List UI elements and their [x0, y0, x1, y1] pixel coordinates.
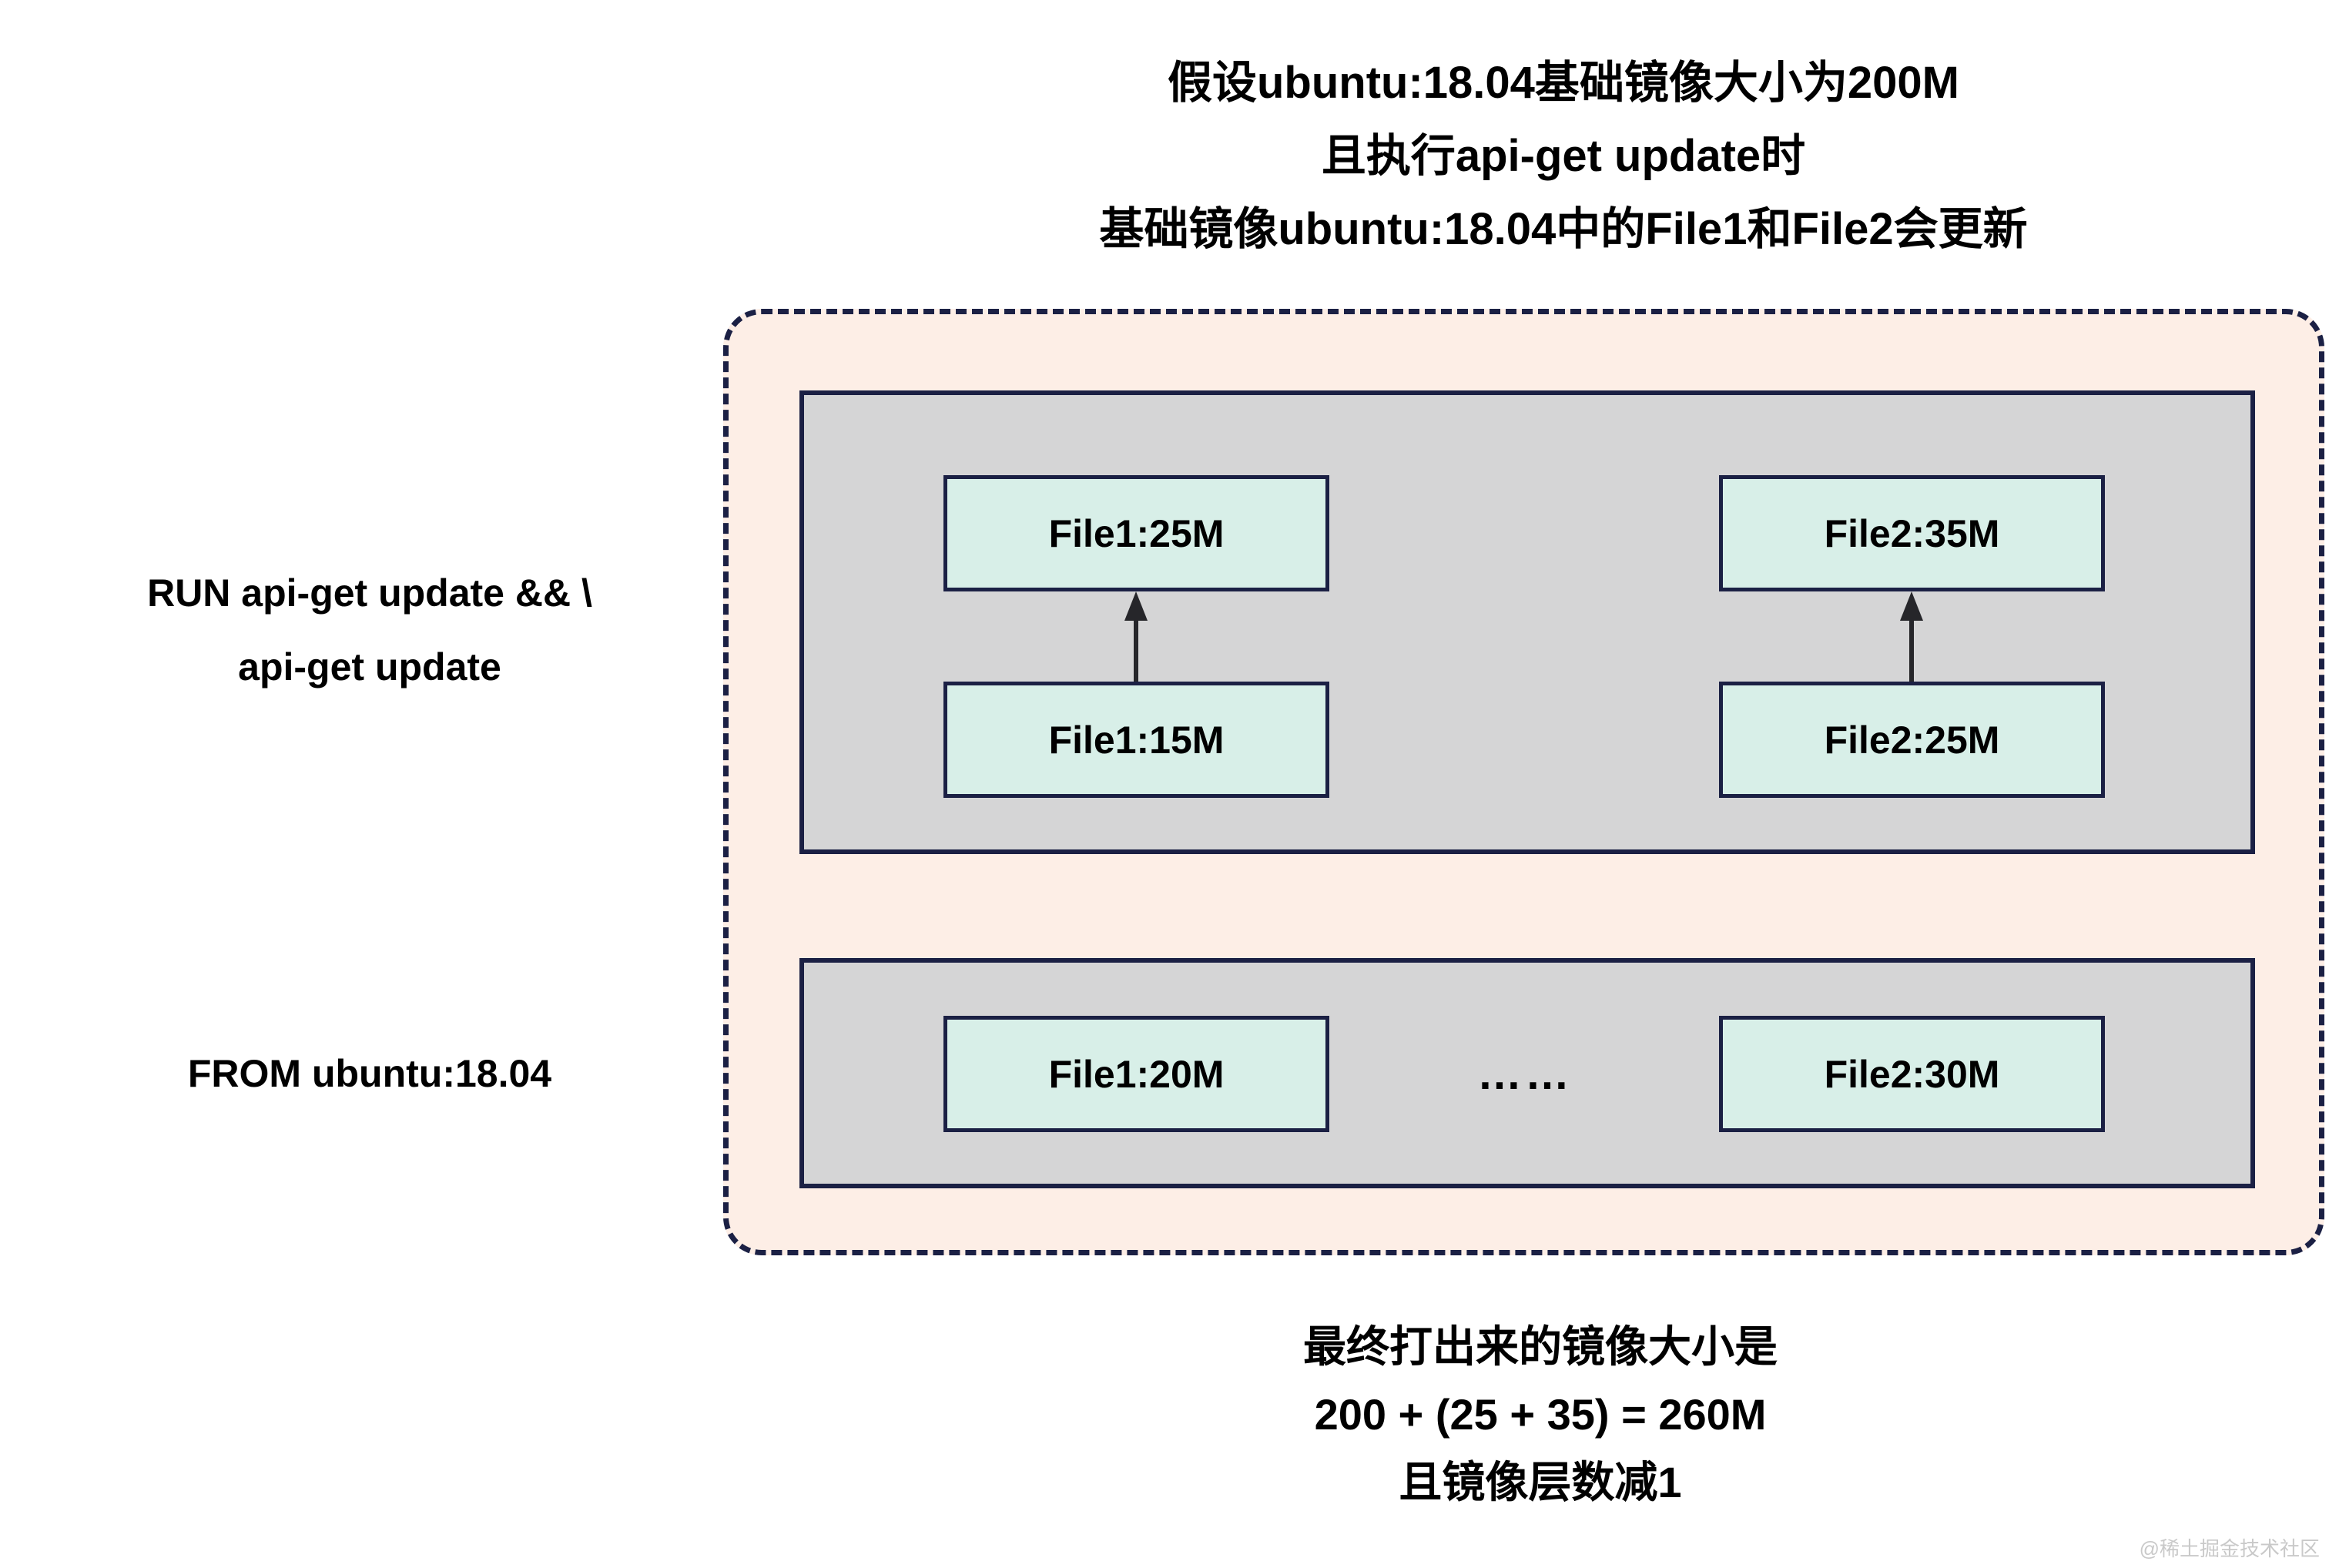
file-box-file1-updated: File1:25M — [943, 475, 1329, 591]
run-instruction-line-1: RUN api-get update && \ — [147, 571, 592, 615]
update-arrow-file2 — [1900, 591, 1923, 682]
run-instruction-label: RUN api-get update && \ api-get update — [0, 556, 739, 704]
arrow-head-icon — [1124, 591, 1148, 621]
run-instruction-line-2: api-get update — [238, 645, 501, 689]
file-box-file2-base: File2:30M — [1719, 1016, 2105, 1132]
header-line-2: 且执行api-get update时 — [1321, 131, 1806, 181]
base-layer-box: File1:20M …… File2:30M — [799, 958, 2255, 1188]
file-box-file2-updated: File2:35M — [1719, 475, 2105, 591]
footer-note: 最终打出来的镜像大小是 200 + (25 + 35) = 260M 且镜像层数… — [770, 1313, 2311, 1516]
footer-line-2: 200 + (25 + 35) = 260M — [1314, 1390, 1767, 1439]
ellipsis-text: …… — [1477, 1049, 1573, 1099]
image-dashed-container: File1:25M File2:35M File1:15M File2:25M … — [723, 309, 2324, 1255]
header-line-3: 基础镜像ubuntu:18.04中的File1和File2会更新 — [1099, 204, 2028, 254]
update-arrow-file1 — [1124, 591, 1148, 682]
footer-line-1: 最终打出来的镜像大小是 — [1303, 1322, 1778, 1371]
file-box-file1-previous: File1:15M — [943, 682, 1329, 798]
arrow-shaft — [1134, 616, 1138, 682]
header-line-1: 假设ubuntu:18.04基础镜像大小为200M — [1168, 58, 1959, 108]
watermark: @稀土掘金技术社区 — [2139, 1537, 2320, 1560]
file-box-file1-base: File1:20M — [943, 1016, 1329, 1132]
from-instruction-label: FROM ubuntu:18.04 — [187, 1052, 552, 1095]
header-note: 假设ubuntu:18.04基础镜像大小为200M 且执行api-get upd… — [793, 46, 2329, 266]
arrow-head-icon — [1900, 591, 1923, 621]
footer-line-3: 且镜像层数减1 — [1399, 1458, 1682, 1506]
file-box-file2-previous: File2:25M — [1719, 682, 2105, 798]
arrow-shaft — [1909, 616, 1914, 682]
run-layer-box: File1:25M File2:35M File1:15M File2:25M — [799, 390, 2255, 854]
